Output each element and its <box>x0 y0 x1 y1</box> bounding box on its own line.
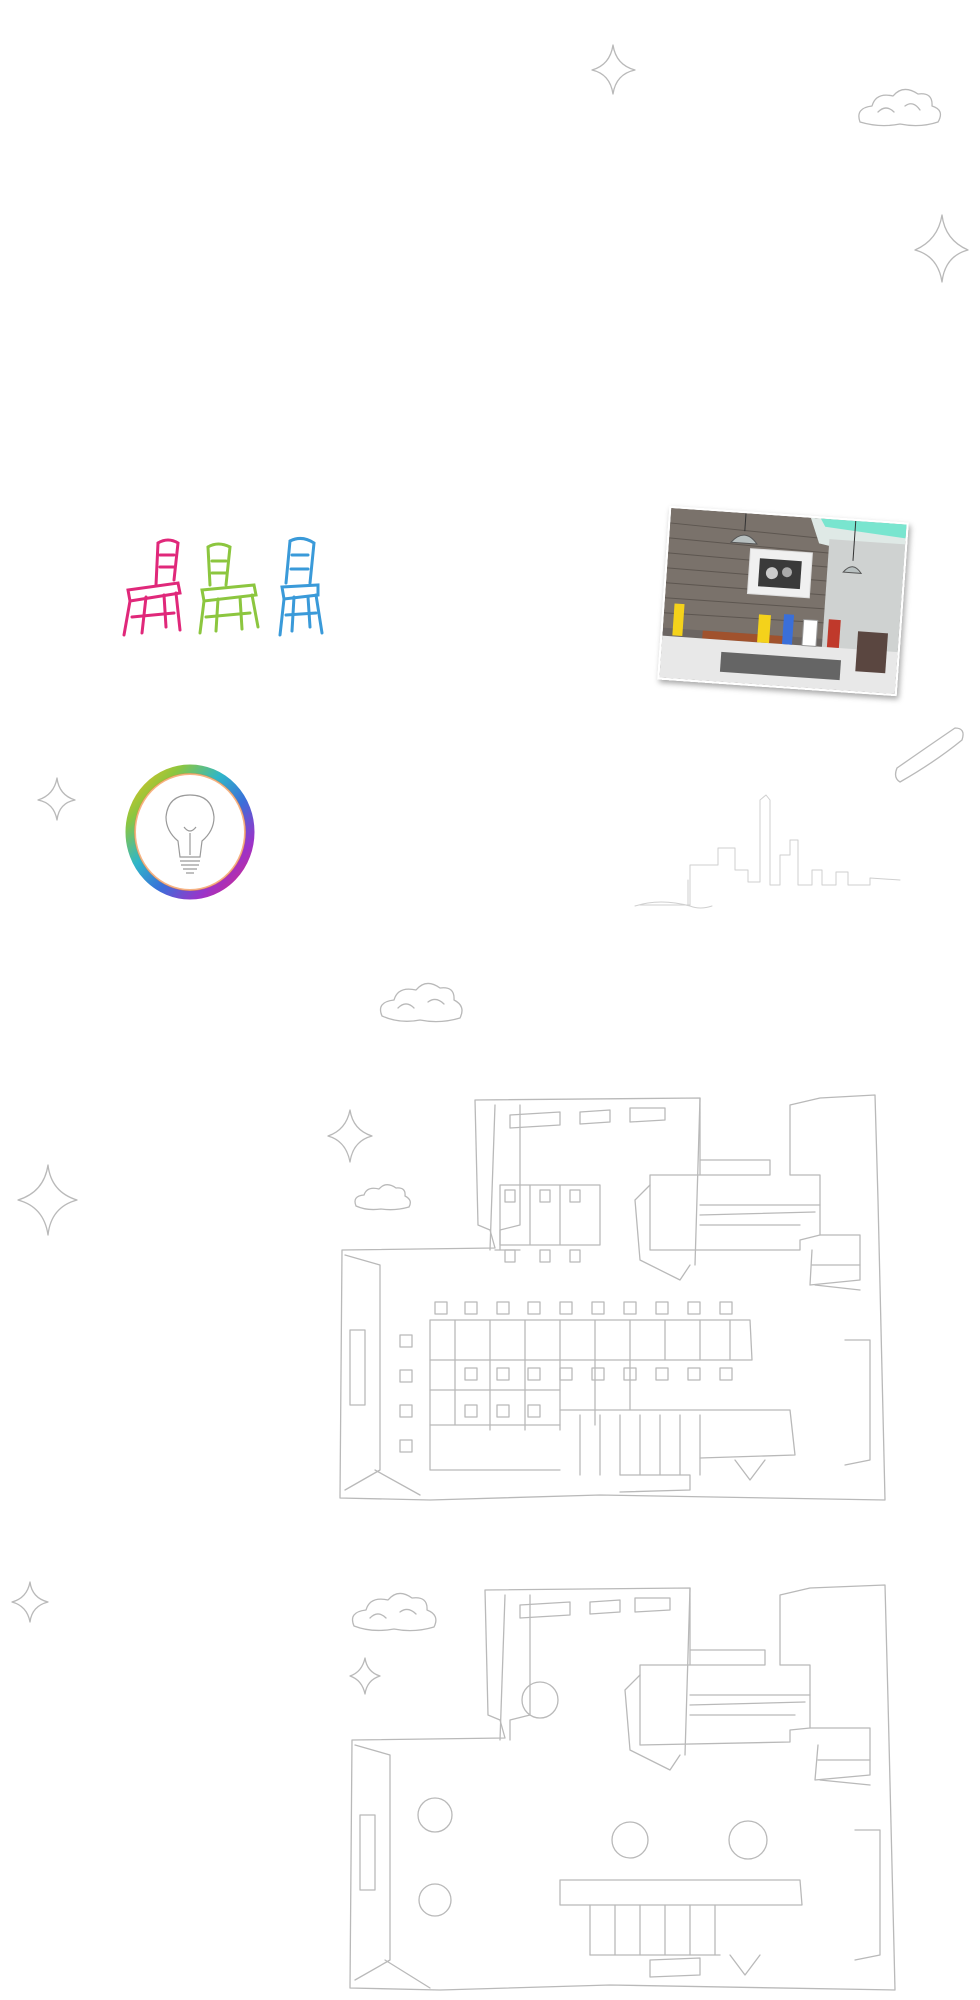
sparkle-icon <box>914 214 969 283</box>
cloud-icon <box>351 1592 437 1632</box>
chairs-icon <box>122 536 324 637</box>
sparkle-icon <box>37 777 76 821</box>
sparkle-icon <box>11 1581 49 1623</box>
brush-stroke-icon <box>894 727 964 783</box>
sparkle-icon <box>327 1109 373 1163</box>
venue-photo <box>657 505 909 697</box>
sparkle-icon <box>349 1657 381 1695</box>
cloud-icon <box>354 1184 411 1211</box>
floor-plan-round-tables <box>349 1584 896 1991</box>
sparkle-icon <box>17 1164 78 1236</box>
sparkle-icon <box>591 44 636 95</box>
cloud-icon <box>379 982 463 1023</box>
floor-plan-tables <box>339 1094 886 1501</box>
cloud-icon <box>858 88 942 127</box>
lightbulb-icon <box>125 764 255 900</box>
city-skyline-icon <box>634 794 901 909</box>
